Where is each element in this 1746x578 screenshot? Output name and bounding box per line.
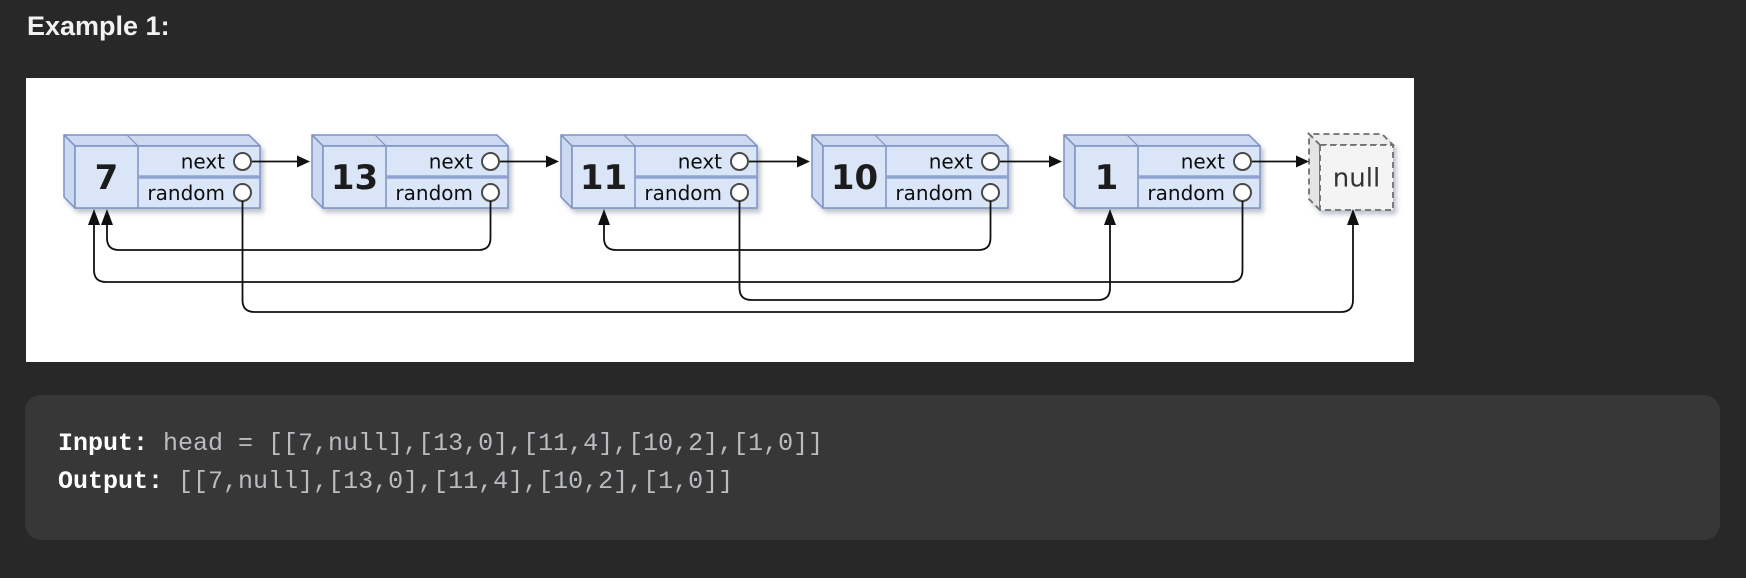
random-pointer-dot bbox=[481, 183, 500, 202]
next-field-label: next bbox=[1181, 150, 1225, 174]
next-arrow-head bbox=[1049, 155, 1062, 168]
input-label: Input: bbox=[58, 429, 149, 458]
next-pointer-dot bbox=[481, 152, 500, 171]
node-value: 11 bbox=[580, 158, 627, 198]
list-node-7: 7 next random bbox=[63, 134, 261, 209]
node-value: 10 bbox=[831, 158, 878, 198]
next-pointer-arrows bbox=[252, 155, 1309, 168]
random-pointer-dot bbox=[233, 183, 252, 202]
next-arrow-head bbox=[797, 155, 810, 168]
next-field-label: next bbox=[929, 150, 973, 174]
random-pointer-dot bbox=[981, 183, 1000, 202]
next-arrow-head bbox=[546, 155, 559, 168]
random-arrow-line bbox=[106, 201, 492, 251]
output-line: Output: [[7,null],[13,0],[11,4],[10,2],[… bbox=[58, 463, 1687, 501]
next-pointer-dot bbox=[1233, 152, 1252, 171]
random-arrow-head bbox=[598, 209, 610, 225]
random-arrow-head bbox=[1104, 209, 1116, 225]
random-field-label: random bbox=[895, 181, 973, 205]
list-node-10: 10 next random bbox=[811, 134, 1009, 209]
random-arrow-head bbox=[1347, 209, 1359, 225]
random-pointer-dot bbox=[1233, 183, 1252, 202]
input-line: Input: head = [[7,null],[13,0],[11,4],[1… bbox=[58, 425, 1687, 463]
output-label: Output: bbox=[58, 467, 164, 496]
random-arrow-head bbox=[101, 209, 113, 225]
node-value: 13 bbox=[331, 158, 378, 198]
null-label: null bbox=[1333, 164, 1380, 194]
example-io-block: Input: head = [[7,null],[13,0],[11,4],[1… bbox=[25, 395, 1720, 540]
output-value: [[7,null],[13,0],[11,4],[10,2],[1,0]] bbox=[178, 467, 734, 496]
next-field-label: next bbox=[678, 150, 722, 174]
random-field-label: random bbox=[644, 181, 722, 205]
random-arrow-head bbox=[88, 209, 100, 225]
next-pointer-dot bbox=[233, 152, 252, 171]
random-arrow-line bbox=[738, 201, 1111, 301]
next-field-label: next bbox=[181, 150, 225, 174]
next-pointer-dot bbox=[981, 152, 1000, 171]
linked-list-diagram: 7 next random 13 next random 11 next random 10 nex… bbox=[63, 131, 1396, 313]
random-arrow-line bbox=[93, 201, 1244, 283]
random-pointer-dot bbox=[730, 183, 749, 202]
random-field-label: random bbox=[147, 181, 225, 205]
list-node-13: 13 next random bbox=[311, 134, 509, 209]
next-arrow-head bbox=[297, 155, 310, 168]
node-value: 1 bbox=[1095, 158, 1119, 198]
list-node-11: 11 next random bbox=[560, 134, 758, 209]
next-arrow-head bbox=[1296, 155, 1309, 168]
random-arrow-line bbox=[603, 201, 992, 251]
example-heading: Example 1: bbox=[27, 11, 170, 41]
input-value: head = [[7,null],[13,0],[11,4],[10,2],[1… bbox=[163, 429, 824, 458]
next-field-label: next bbox=[429, 150, 473, 174]
random-field-label: random bbox=[395, 181, 473, 205]
next-pointer-dot bbox=[730, 152, 749, 171]
random-pointer-arrows bbox=[88, 201, 1359, 313]
diagram-panel: 7 next random 13 next random 11 next random 10 nex… bbox=[26, 78, 1414, 362]
random-field-label: random bbox=[1147, 181, 1225, 205]
list-node-1: 1 next random bbox=[1063, 134, 1261, 209]
null-box: null bbox=[1306, 131, 1396, 213]
node-value: 7 bbox=[95, 158, 119, 198]
random-arrow-line bbox=[241, 201, 1354, 313]
